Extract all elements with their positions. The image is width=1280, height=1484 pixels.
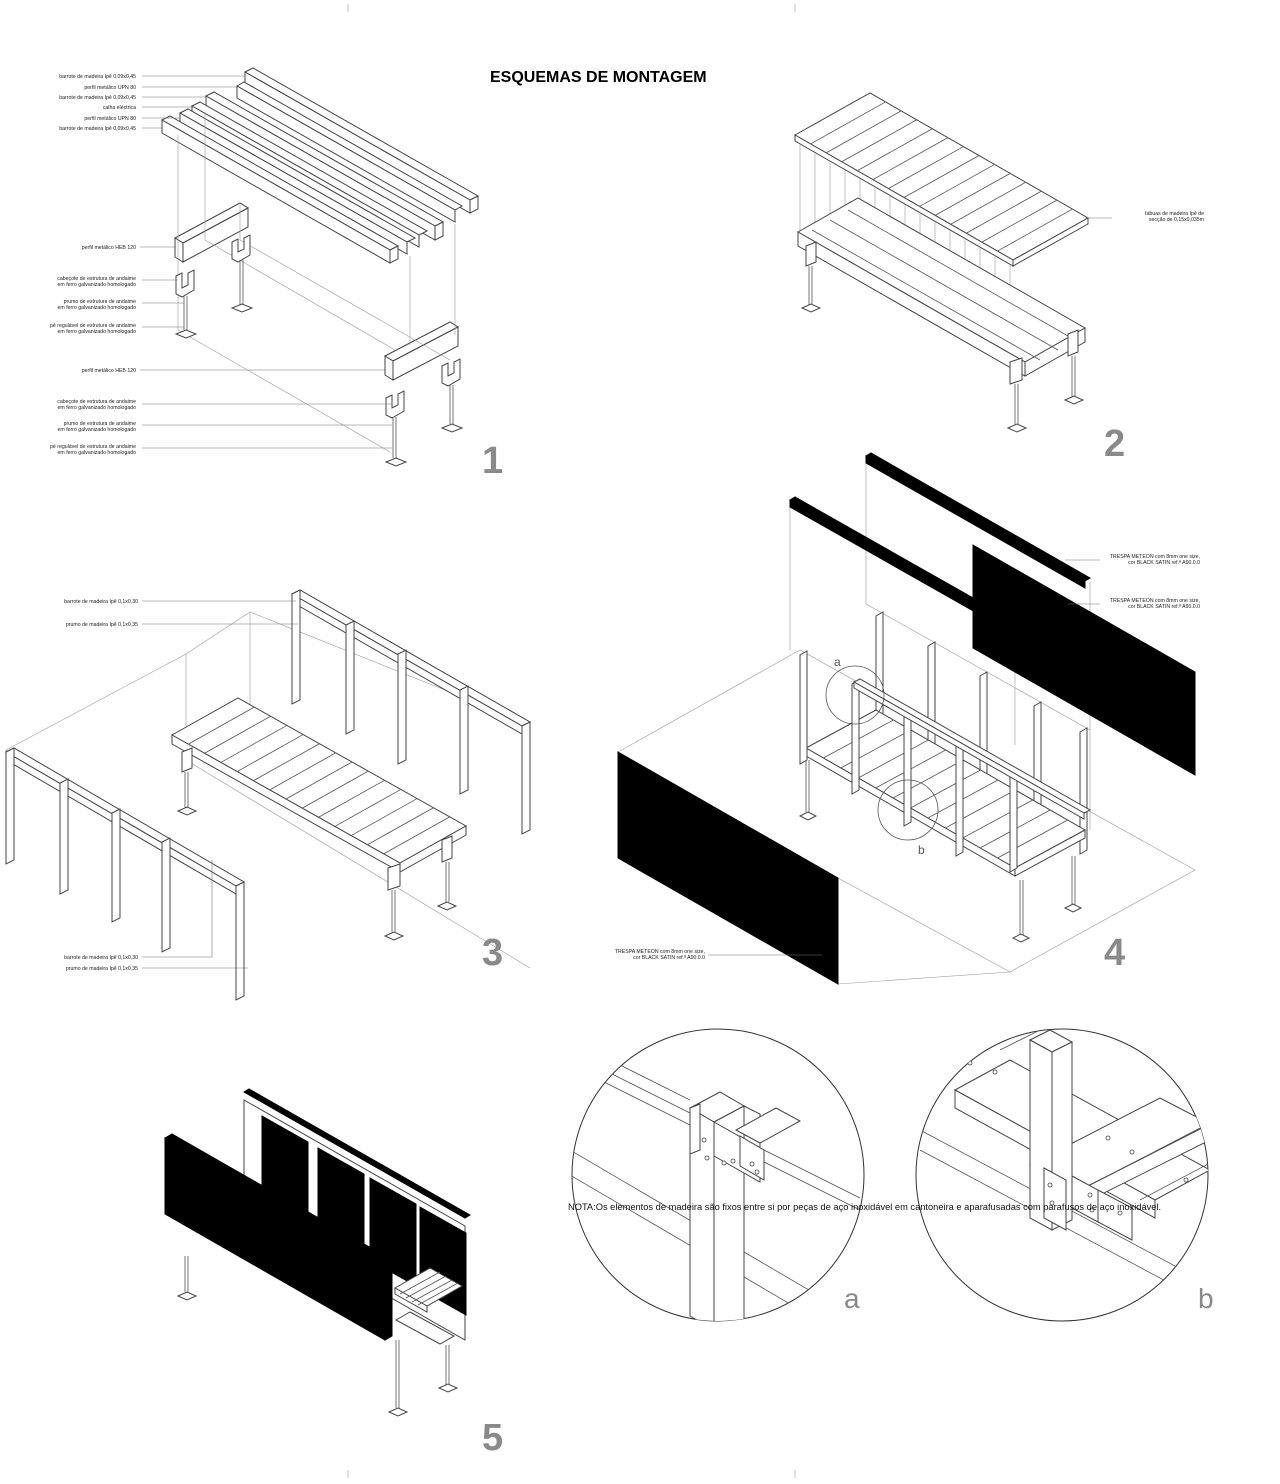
detail-a-corner-bracket: a <box>571 1028 865 1322</box>
deck-plank-line <box>334 789 402 827</box>
wood-post <box>851 679 860 795</box>
step-number-4: 4 <box>1104 932 1125 974</box>
wood-post <box>799 650 808 765</box>
label-3-4: prumo de madeira Ipê 0,1x0,35 <box>66 966 138 972</box>
label-4-3: TRESPA METEON com 8mm one size, <box>1110 598 1200 604</box>
label-2-1: tábuas de madeira Ipê de <box>1145 211 1204 217</box>
deck-plank-line <box>919 164 995 207</box>
label-1-18: em ferro galvanizado homologado <box>58 427 137 433</box>
step-number-2: 2 <box>1104 423 1125 465</box>
deck-plank-line <box>302 770 369 809</box>
wood-post <box>459 685 469 795</box>
deck-plank-line <box>858 739 929 779</box>
wood-post <box>903 709 912 827</box>
scheme-4-cladding: a b TRESPA METEON com 8mm one size, cor … <box>615 452 1200 985</box>
label-1-10: prumo de estrutura de andaime <box>64 299 136 305</box>
callout-letter-b: b <box>918 843 925 857</box>
wood-post <box>345 620 355 735</box>
label-1-15: cabeçote de estrutura de andaime <box>57 399 136 405</box>
deck-plank-line <box>997 819 1068 859</box>
label-3-2: prumo de madeira Ipê 0,1x0,35 <box>66 622 138 628</box>
label-1-16: em ferro galvanizado homologado <box>58 405 137 411</box>
scheme-1-exploded-structure: barrote de madeira Ipê 0,09x0,45 perfil … <box>50 67 503 482</box>
label-1-1: barrote de madeira Ipê 0,09x0,45 <box>59 74 136 80</box>
step-number-1: 1 <box>482 440 503 482</box>
label-1-13: em ferro galvanizado homologado <box>58 329 137 335</box>
deck-plank-line <box>825 110 902 154</box>
label-1-8: cabeçote de estrutura de andaime <box>57 276 136 282</box>
deck-plank-line <box>383 816 450 855</box>
label-1-7: perfil metálico HEB 120 <box>82 245 136 251</box>
wood-post <box>5 747 15 865</box>
label-1-9: em ferro galvanizado homologado <box>58 282 137 288</box>
scheme-5-final-assembly: 5 <box>163 1088 503 1459</box>
deck-plank-line <box>950 181 1026 225</box>
deck-plank-line <box>285 761 353 800</box>
wood-post <box>161 837 171 953</box>
label-1-6: barrote de madeira Ipê 0,09x0,45 <box>59 126 136 132</box>
deck-plank-line <box>253 743 320 782</box>
deck-plank-line <box>903 155 980 198</box>
deck-plank-line <box>810 101 886 145</box>
deck-plank-line <box>934 173 1011 216</box>
label-4-6: cor BLACK SATIN ref.ª A90.0.0 <box>633 955 705 961</box>
deck-plank-line <box>220 725 288 763</box>
label-4-5: TRESPA METEON com 8mm one size, <box>615 949 705 955</box>
deck-plank-line <box>841 119 917 163</box>
wood-post <box>111 808 121 923</box>
label-1-14: perfil metálico HEB 120 <box>82 368 136 374</box>
wood-post <box>521 721 531 835</box>
label-1-12: pé regulável de estrutura de andaime <box>50 323 136 329</box>
callout-letter-a: a <box>834 655 841 669</box>
deck-plank-line <box>857 128 933 172</box>
wood-post <box>59 778 69 895</box>
scheme-3-wood-frame: barrote de madeira Ipê 0,1x0,30 prumo de… <box>4 589 532 1001</box>
label-1-4: calha eléctrica <box>103 105 136 111</box>
label-1-5: perfil metálico UPN 80 <box>84 116 136 122</box>
detail-b-post-base: b <box>915 1028 1214 1322</box>
deck-plank-line <box>962 799 1033 839</box>
wood-post <box>1009 770 1018 873</box>
deck-plank-line <box>888 146 964 189</box>
label-1-20: em ferro galvanizado homologado <box>58 450 137 456</box>
deck-plank-line <box>910 769 981 809</box>
callout-circle-a <box>825 665 885 725</box>
step-number-5: 5 <box>482 1417 503 1459</box>
label-3-3: barrote de madeira Ipê 0,1x0,30 <box>64 955 138 961</box>
deck-plank-line <box>204 715 271 754</box>
label-4-4: cor BLACK SATIN ref.ª A90.0.0 <box>1128 604 1200 610</box>
label-1-11: em ferro galvanizado homologado <box>58 305 137 311</box>
detail-letter-a: a <box>844 1283 860 1314</box>
assembly-note: NOTA:Os elementos de madeira são fixos e… <box>568 1202 1161 1212</box>
deck-plank-line <box>318 779 385 818</box>
label-1-3: barrote de madeira Ipê 0,09x0,45 <box>59 95 136 101</box>
wood-post <box>397 649 407 765</box>
wood-post <box>291 589 301 705</box>
deck-plank-line <box>966 190 1042 234</box>
deck-plank-line <box>997 208 1073 252</box>
deck-plank-line <box>872 137 949 180</box>
label-2-2: secção de 0,15x0,035m <box>1149 217 1204 223</box>
step-number-3: 3 <box>482 932 503 974</box>
label-4-2: cor BLACK SATIN ref.ª A90.0.0 <box>1128 560 1200 566</box>
deck-plank-line <box>981 199 1058 243</box>
label-1-17: prumo de estrutura de andaime <box>64 421 136 427</box>
scheme-2-decking: tábuas de madeira Ipê de secção de 0,15x… <box>793 92 1204 465</box>
deck-plank-line <box>350 798 418 836</box>
deck-plank-line <box>367 807 434 846</box>
label-3-1: barrote de madeira Ipê 0,1x0,30 <box>64 599 138 605</box>
callout-circle-b <box>877 779 939 841</box>
label-4-1: TRESPA METEON com 8mm one size, <box>1110 554 1200 560</box>
label-1-2: perfil metálico UPN 80 <box>84 85 136 91</box>
sheet-title: ESQUEMAS DE MONTAGEM <box>490 69 707 86</box>
detail-letter-b: b <box>1198 1283 1214 1314</box>
deck-plank-line <box>269 752 336 791</box>
crop-marks <box>347 4 796 1478</box>
deck-plank-line <box>236 734 304 772</box>
deck-plank-line <box>188 706 255 745</box>
label-1-19: pé regulável de estrutura de andaime <box>50 444 136 450</box>
wood-post <box>955 739 964 857</box>
wood-post <box>235 881 245 1001</box>
